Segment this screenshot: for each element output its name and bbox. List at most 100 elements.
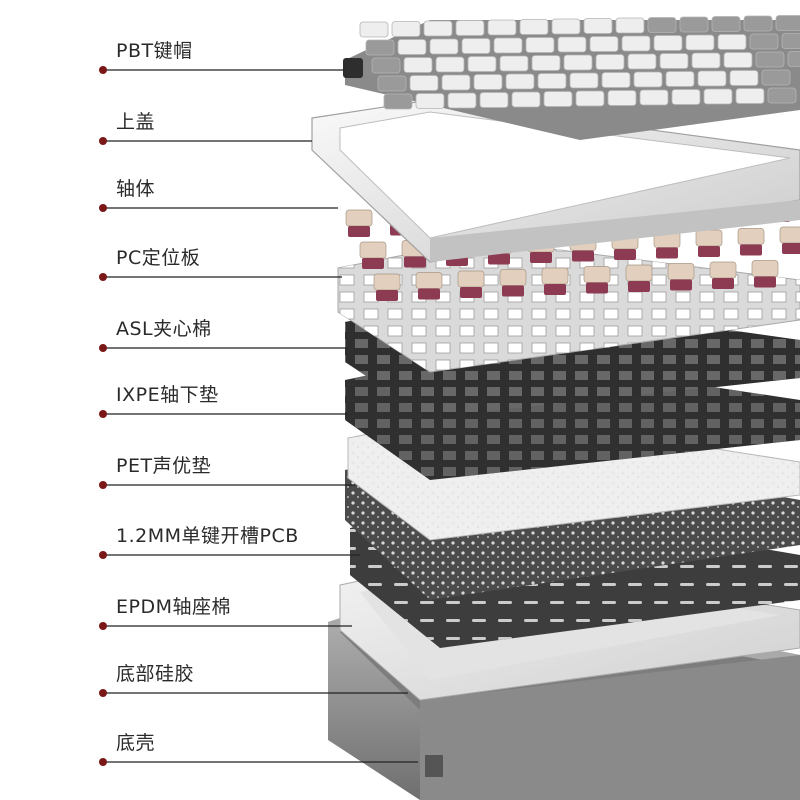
keycap (473, 74, 503, 90)
keycap (653, 35, 683, 51)
switch (359, 241, 387, 269)
keycap (761, 69, 791, 86)
switch (709, 261, 737, 289)
layer-label-top-case: 上盖 (116, 111, 156, 133)
layer-label-epdm-foam: EPDM轴座棉 (116, 596, 231, 618)
leader-dot-pc-plate (99, 273, 107, 281)
keycap (455, 20, 485, 36)
keycap (371, 57, 401, 74)
keycap (429, 38, 459, 55)
keycap (557, 36, 587, 53)
layer-label-pet-pad: PET声优垫 (116, 455, 212, 477)
keycap (743, 15, 773, 32)
keycap (563, 54, 593, 71)
switch (583, 266, 611, 294)
keycap (685, 34, 715, 51)
keycap (749, 33, 779, 50)
switch (541, 267, 569, 295)
leader-dot-switches (99, 204, 107, 212)
keycap (589, 36, 619, 52)
keycap (537, 73, 567, 89)
keycap (435, 56, 465, 73)
leader-lines (99, 66, 418, 766)
layer-label-switches: 轴体 (116, 178, 156, 200)
keycap (775, 15, 800, 31)
leader-dot-pet-pad (99, 481, 107, 489)
keycap (659, 53, 689, 69)
keycap (679, 16, 709, 33)
switch (457, 270, 485, 298)
top-case-layer (311, 99, 800, 263)
keycap (505, 73, 535, 90)
keycap (487, 19, 517, 36)
keycap (397, 39, 427, 55)
leader-dot-pcb (99, 551, 107, 559)
keycap (391, 21, 421, 37)
layer-label-keycaps: PBT键帽 (116, 40, 193, 62)
keycap (607, 90, 637, 106)
keycap (543, 91, 573, 107)
switch (737, 228, 765, 256)
switch (499, 269, 527, 297)
keycap (461, 38, 491, 54)
keycap (729, 70, 759, 86)
keycap (711, 16, 741, 32)
switch (625, 264, 653, 292)
keycap (359, 21, 389, 38)
keycap (519, 19, 549, 35)
keycap (583, 18, 613, 34)
switch (751, 260, 779, 288)
keycap (621, 35, 651, 52)
keycap (377, 75, 407, 92)
keycap (441, 74, 471, 91)
layer-label-sandwich-foam: ASL夹心棉 (116, 318, 212, 340)
keycap (511, 91, 541, 108)
keycap (781, 33, 800, 49)
keycap (671, 89, 701, 105)
leader-dot-bottom-case (99, 758, 107, 766)
switch (345, 209, 373, 237)
leader-dot-top-case (99, 137, 107, 145)
keycap (447, 92, 477, 109)
keycap (423, 20, 453, 37)
keycap (703, 88, 733, 105)
switch (373, 273, 401, 301)
keycap (569, 72, 599, 89)
switch (667, 263, 695, 291)
keycap (525, 37, 555, 53)
switch (779, 226, 800, 254)
layer-label-ixpe-pad: IXPE轴下垫 (116, 384, 219, 406)
keycap (755, 51, 785, 68)
switch (415, 272, 443, 300)
leader-dot-ixpe-pad (99, 410, 107, 418)
keycap (787, 51, 800, 67)
leader-dot-bottom-silicone (99, 689, 107, 697)
layer-label-bottom-case: 底壳 (116, 732, 156, 754)
keycap (415, 93, 445, 109)
switch (695, 229, 723, 257)
leader-dot-epdm-foam (99, 622, 107, 630)
keycap (723, 52, 753, 68)
keycap (409, 75, 439, 91)
keycap (365, 39, 395, 56)
keycap (627, 53, 657, 70)
keycap (479, 92, 509, 108)
keycap (767, 87, 797, 104)
keycap (633, 71, 663, 88)
layer-label-bottom-silicone: 底部硅胶 (116, 663, 195, 685)
keycap (403, 57, 433, 73)
keycap (343, 58, 363, 78)
keycaps-layer (343, 15, 800, 140)
keycap (493, 37, 523, 54)
layer-label-pc-plate: PC定位板 (116, 247, 201, 269)
keycap (601, 72, 631, 88)
keycap (639, 89, 669, 106)
layer-label-pcb: 1.2MM单键开槽PCB (116, 525, 299, 547)
keycap (665, 71, 695, 87)
keycap (467, 56, 497, 72)
keycap (551, 18, 581, 35)
keycap (595, 54, 625, 70)
keycap (697, 70, 727, 87)
